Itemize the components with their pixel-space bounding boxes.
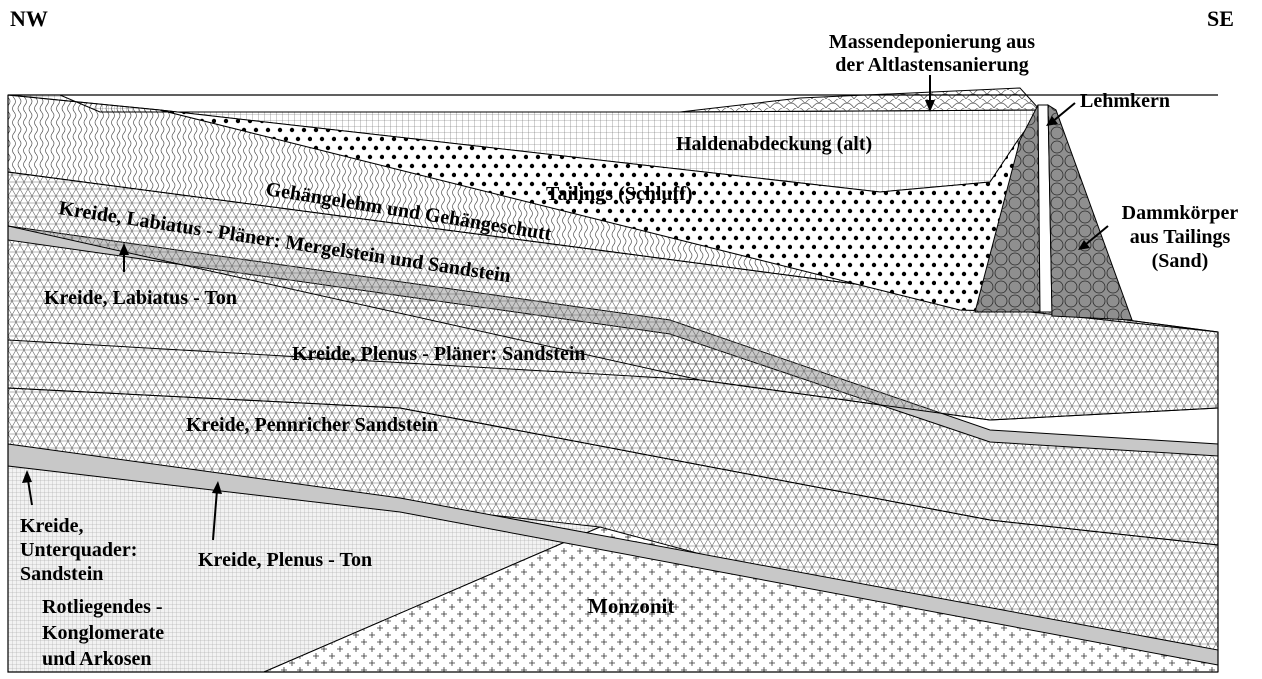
label-massendeponierung-2: der Altlastensanierung: [835, 54, 1029, 76]
label-nw: NW: [10, 6, 48, 31]
label-plenus-ton: Kreide, Plenus - Ton: [198, 549, 372, 571]
label-monzonit: Monzonit: [588, 594, 674, 618]
label-rotliegendes-3: und Arkosen: [42, 648, 152, 670]
label-labiatus-ton: Kreide, Labiatus - Ton: [44, 287, 237, 309]
label-pennricher: Kreide, Pennricher Sandstein: [186, 414, 438, 436]
label-unterquader-3: Sandstein: [20, 563, 103, 585]
label-dammkoerper-2: aus Tailings: [1130, 226, 1231, 248]
label-dammkoerper-1: Dammkörper: [1122, 202, 1239, 224]
label-unterquader-2: Unterquader:: [20, 539, 137, 561]
layer-massendeponierung: [680, 88, 1040, 112]
label-lehmkern: Lehmkern: [1080, 90, 1170, 112]
label-rotliegendes-1: Rotliegendes -: [42, 596, 163, 618]
dam-body-right: [1048, 105, 1132, 320]
label-massendeponierung-1: Massendeponierung aus: [829, 31, 1035, 53]
label-tailings-schluff: Tailings (Schluff): [546, 183, 693, 205]
label-haldenabdeckung: Haldenabdeckung (alt): [676, 133, 872, 155]
label-plenus-plaener: Kreide, Plenus - Pläner: Sandstein: [292, 343, 586, 365]
label-se: SE: [1207, 6, 1234, 31]
label-unterquader-1: Kreide,: [20, 515, 84, 537]
label-dammkoerper-3: (Sand): [1152, 250, 1209, 272]
label-rotliegendes-2: Konglomerate: [42, 622, 164, 644]
